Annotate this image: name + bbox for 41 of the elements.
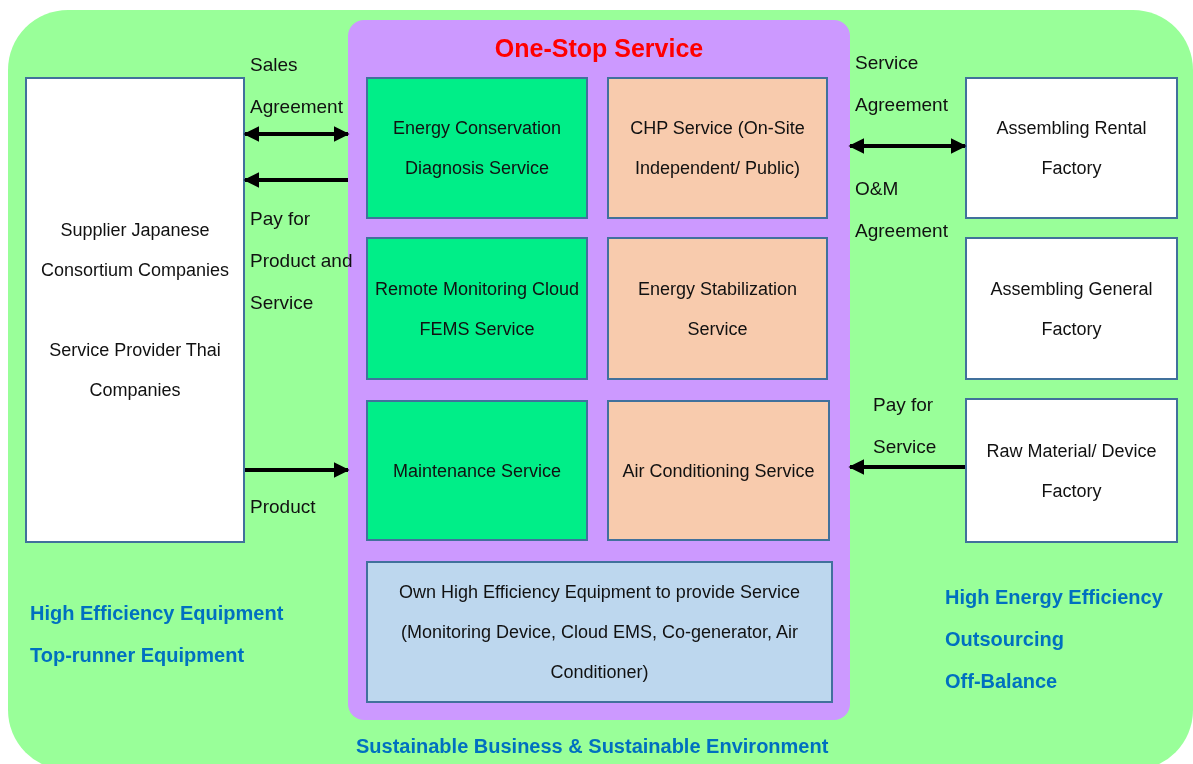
node-text: Air Conditioning Service xyxy=(622,459,815,483)
node-text: Assembling Rental Factory xyxy=(995,117,1148,180)
equipment-box xyxy=(366,561,833,703)
service-box xyxy=(607,237,828,380)
footer-text: Sustainable Business & Sustainable Environment xyxy=(356,734,829,759)
service-box xyxy=(366,400,588,541)
factory-box xyxy=(965,398,1178,543)
arrow xyxy=(848,459,965,475)
caption-text: High Efficiency Equipment xyxy=(30,601,284,626)
service-box xyxy=(366,77,588,219)
caption-text: Outsourcing xyxy=(945,627,1064,652)
node-text: Assembling General Factory xyxy=(989,277,1154,341)
edge-label: Sales Agreement xyxy=(250,53,344,119)
agreement-note: O&M Agreement xyxy=(855,177,949,243)
edge-label: Pay for Service xyxy=(873,393,938,459)
service-box xyxy=(607,400,830,541)
node-text: Service Provider Thai Companies xyxy=(48,339,222,402)
arrow xyxy=(848,138,967,154)
node-text: Own High Efficiency Equipment to provide Service (Monitoring Device, Cloud EMS, Co-generator, Air Conditioner) xyxy=(398,581,801,684)
service-box xyxy=(366,237,588,380)
panel-title: One-Stop Service xyxy=(494,36,704,61)
factory-box xyxy=(965,77,1178,219)
node-text: Raw Material/ Device Factory xyxy=(985,439,1158,503)
edge-label: Product xyxy=(250,495,317,519)
node-text: CHP Service (On-Site Independent/ Public) xyxy=(629,117,806,180)
arrow xyxy=(243,126,350,142)
arrow xyxy=(243,172,348,188)
caption-text: Top-runner Equipment xyxy=(30,643,245,668)
caption-text: Off-Balance xyxy=(945,669,1058,694)
node-text: Energy Stabilization Service xyxy=(636,277,799,341)
caption-text: High Energy Efficiency xyxy=(945,585,1163,610)
edge-label: Service Agreement xyxy=(855,51,949,117)
edge-label: Pay for Product and Service xyxy=(250,207,354,315)
arrow xyxy=(245,462,350,478)
service-box xyxy=(607,77,828,219)
participant-box xyxy=(25,77,245,543)
node-text: Energy Conservation Diagnosis Service xyxy=(391,117,563,180)
factory-box xyxy=(965,237,1178,380)
node-text: Supplier Japanese Consortium Companies xyxy=(39,219,231,282)
node-text: Maintenance Service xyxy=(392,459,562,483)
node-text: Remote Monitoring Cloud FEMS Service xyxy=(374,277,580,341)
